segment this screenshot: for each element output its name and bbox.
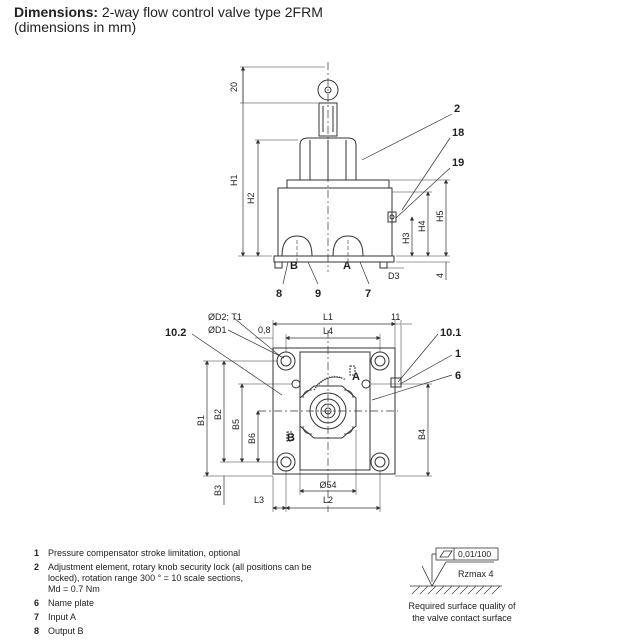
legend-item: 8 Output B [34,626,84,636]
legend-item: 1 Pressure compensator stroke limitation… [34,548,241,558]
callout-1: 1 [455,348,461,360]
callout-6: 6 [455,370,461,382]
legend-item: Md = 0.7 Nm [48,584,100,594]
legend-item: 6 Name plate [34,598,95,608]
dim-l3: L3 [254,495,264,505]
side-view-labels: 20 H1 H2 H3 H4 H5 4 D3 B A 2 18 19 8 9 7 [229,82,464,300]
dim-h3: H3 [401,232,411,244]
dim-l2: L2 [323,495,333,505]
roughness-value: Rzmax 4 [458,569,494,579]
dim-h2: H2 [246,192,256,204]
callout-10-2: 10.2 [165,327,186,339]
port-b-top: B [287,432,295,444]
dim-11: 11 [391,312,400,322]
callout-18: 18 [452,127,464,139]
dim-4: 4 [435,273,445,278]
key-icon [317,79,339,137]
top-view-labels: ØD2; T1 ØD1 0,8 L1 L4 11 B1 B2 B5 B6 B4 … [165,312,461,505]
page-title: Dimensions: 2-way flow control valve typ… [14,4,323,20]
dim-b2: B2 [213,409,223,420]
dim-l4: L4 [323,326,333,336]
side-view [238,62,453,285]
dim-b5: B5 [231,419,241,430]
dim-l1: L1 [323,312,333,322]
dim-od1: ØD1 [208,325,227,335]
port-a-side: A [343,260,351,272]
port-a-top: A [352,371,360,383]
valve-body [273,179,397,269]
legend-item: 7 Input A [34,612,77,622]
dim-b4: B4 [417,429,427,440]
rotary-knob [299,137,357,181]
dim-20: 20 [229,82,239,92]
surface-caption: Required surface quality of the valve co… [408,601,516,623]
port-b-side: B [290,260,298,272]
dim-0-8: 0,8 [258,325,271,335]
mounting-holes [276,351,390,472]
callout-8: 8 [276,288,282,300]
dim-h1: H1 [229,174,239,186]
surface-hatch [411,585,501,595]
top-view [191,317,453,512]
callout-19: 19 [452,157,464,169]
dim-b3: B3 [213,485,223,496]
dim-h4: H4 [417,220,427,232]
dim-od2-t1: ØD2; T1 [208,312,242,322]
flatness-value: 0,01/100 [458,549,491,559]
callout-9: 9 [315,288,321,300]
dim-b6: B6 [247,433,257,444]
dim-h5: H5 [435,210,445,222]
legend-item: 2 Adjustment element, rotary knob securi… [34,562,312,583]
dim-b1: B1 [196,415,206,426]
callout-2: 2 [454,103,460,115]
callout-10-1: 10.1 [440,327,461,339]
legend: 1 Pressure compensator stroke limitation… [34,548,318,640]
callout-7: 7 [365,288,371,300]
page-subtitle: (dimensions in mm) [14,19,137,35]
dim-d3: D3 [388,271,400,281]
surface-quality-symbol [410,547,502,595]
dim-d54: Ø54 [319,480,336,490]
flatness-icon [439,550,453,558]
